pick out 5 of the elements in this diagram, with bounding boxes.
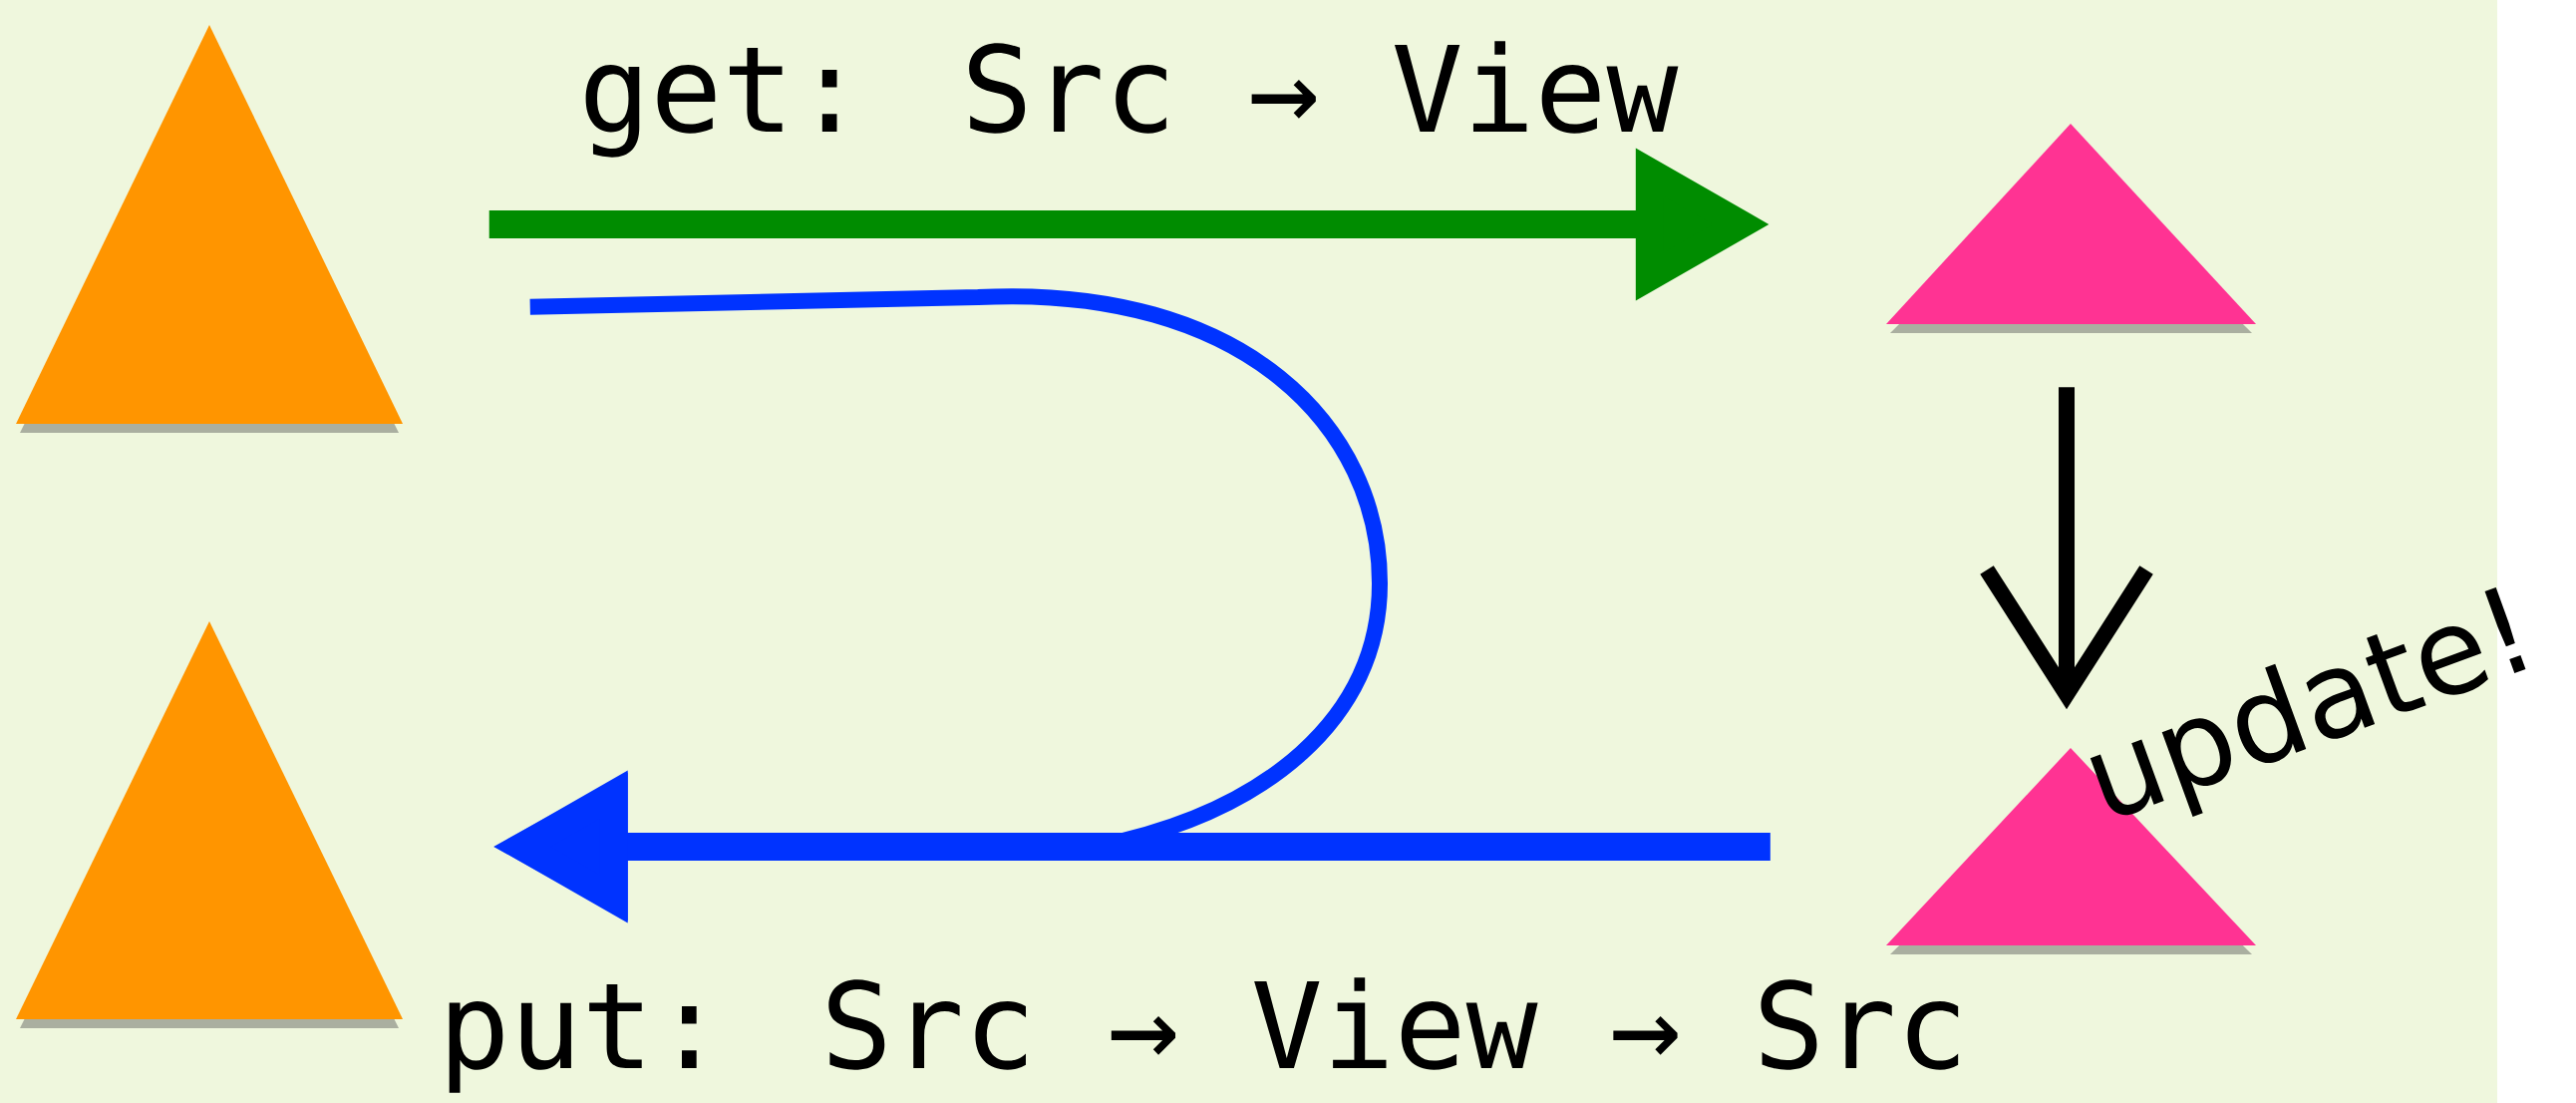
triangle [16,621,403,1028]
triangle [1886,124,2256,333]
triangle [16,25,403,433]
edge-label: put: Src → View → Src [449,977,1959,1093]
edge-label: get: Src → View [585,41,1679,158]
